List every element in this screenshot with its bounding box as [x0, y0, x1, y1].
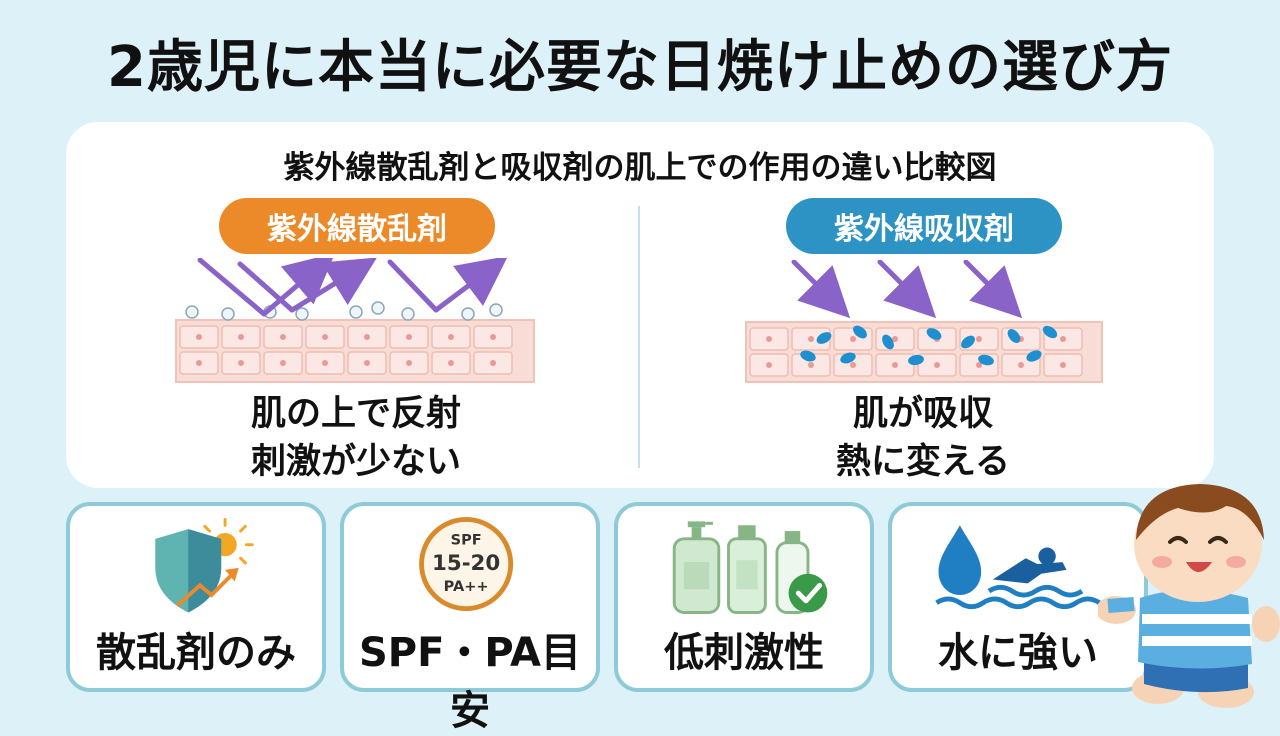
- card-scatter-only: 散乱剤のみ: [66, 502, 326, 692]
- shield-sun-icon: [155, 517, 254, 613]
- card-water-resistant: 水に強い: [888, 502, 1148, 692]
- child-illustration: [1098, 484, 1280, 708]
- card-low-irritation: 低刺激性: [614, 502, 874, 692]
- scatter-badge: 紫外線散乱剤: [219, 198, 495, 254]
- page-title: 2歳児に本当に必要な日焼け止めの選び方: [107, 35, 1173, 100]
- svg-text:SPF: SPF: [451, 533, 482, 549]
- card-label: 水に強い: [938, 630, 1098, 676]
- absorb-badge: 紫外線吸収剤: [786, 198, 1062, 254]
- bottles-check-icon: [672, 521, 828, 614]
- comparison-title: 紫外線散乱剤と吸収剤の肌上での作用の違い比較図: [283, 150, 997, 186]
- card-label: 散乱剤のみ: [96, 630, 296, 676]
- absorb-skin-diagram: [745, 260, 1103, 383]
- comparison-panel: 紫外線散乱剤と吸収剤の肌上での作用の違い比較図 紫外線散乱剤 紫外線吸収剤: [66, 122, 1214, 488]
- card-label: 低刺激性: [664, 630, 824, 676]
- card-spf-pa: SPF 15-20 PA++ SPF・PA目安: [340, 502, 600, 734]
- scatter-skin-diagram: [175, 258, 535, 383]
- panel-divider: [638, 206, 640, 468]
- water-swim-icon: [935, 525, 1101, 610]
- absorb-desc-line1: 肌が吸収: [852, 394, 993, 434]
- absorb-desc-line2: 熱に変える: [836, 442, 1010, 482]
- scatter-description: 肌の上で反射 刺激が少ない: [176, 390, 536, 486]
- svg-text:15-20: 15-20: [432, 551, 500, 576]
- absorb-description: 肌が吸収 熱に変える: [743, 390, 1103, 486]
- scatter-desc-line1: 肌の上で反射: [250, 394, 461, 434]
- card-label: SPF・PA目安: [358, 630, 582, 734]
- scatter-desc-line2: 刺激が少ない: [250, 442, 461, 482]
- spf-badge-icon: SPF 15-20 PA++: [419, 517, 514, 612]
- svg-text:PA++: PA++: [444, 579, 489, 595]
